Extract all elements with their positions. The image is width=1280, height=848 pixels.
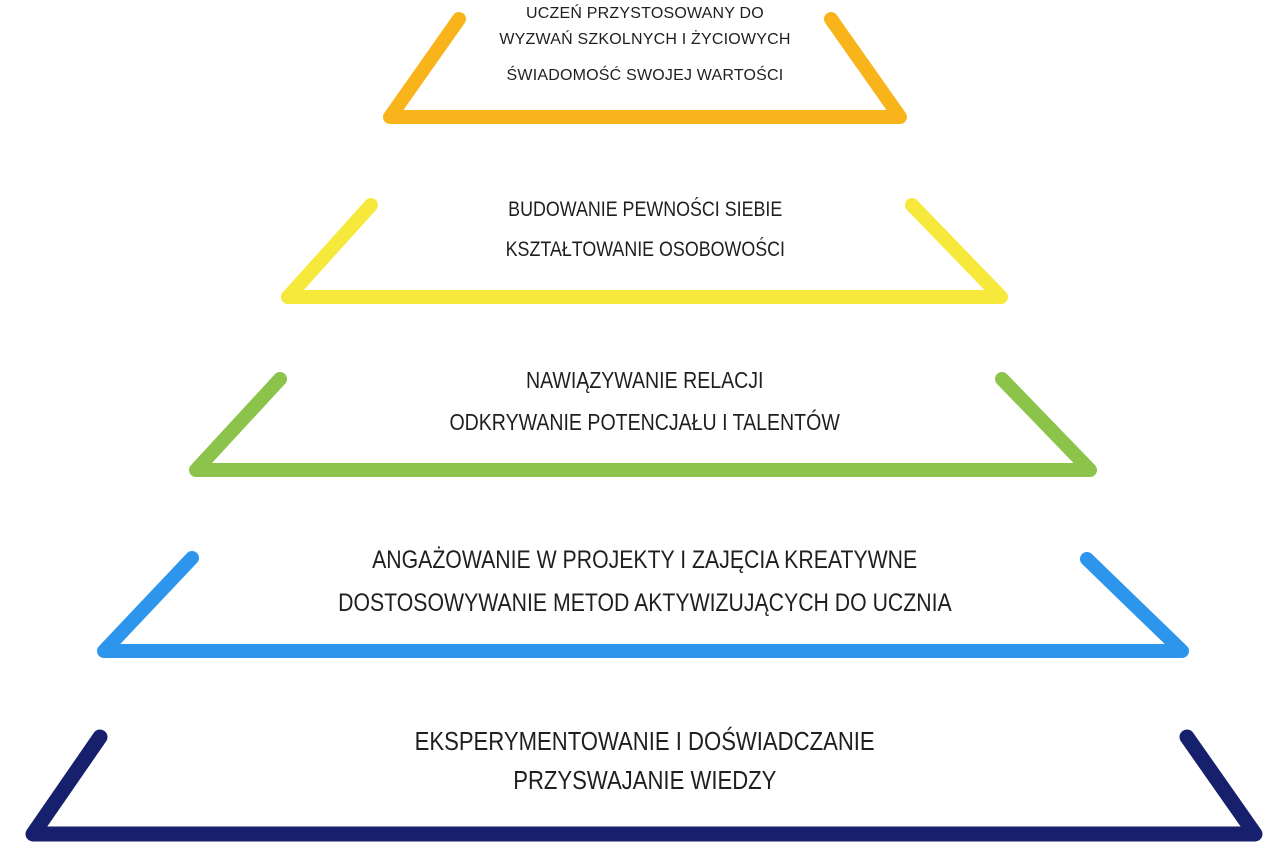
level-4-label: DOSTOSOWYWANIE METOD AKTYWIZUJĄCYCH DO U… [338, 589, 952, 617]
level-3-label: ODKRYWANIE POTENCJAŁU I TALENTÓW [449, 409, 841, 435]
level-top-label: ŚWIADOMOŚĆ SWOJEJ WARTOŚCI [506, 67, 784, 84]
level-2-text-line-1: BUDOWANIE PEWNOŚCI SIEBIE [0, 197, 1280, 223]
level-2-label: BUDOWANIE PEWNOŚCI SIEBIE [507, 198, 783, 221]
pyramid-level-2-outline [281, 198, 1008, 304]
level-base-text-line-1: EKSPERYMENTOWANIE I DOŚWIADCZANIE [0, 726, 1280, 757]
pyramid-level-3-outline [189, 372, 1097, 477]
pyramid-level-base-outline [25, 729, 1263, 842]
level-4-label: ANGAŻOWANIE W PROJEKTY I ZAJĘCIA KREATYW… [372, 546, 918, 574]
level-4-text-line-1: ANGAŻOWANIE W PROJEKTY I ZAJĘCIA KREATYW… [0, 545, 1280, 575]
level-top-label: UCZEŃ PRZYSTOSOWANY DO [526, 5, 764, 22]
level-3-text-line-2: ODKRYWANIE POTENCJAŁU I TALENTÓW [0, 408, 1280, 436]
level-top-label: WYZWAŃ SZKOLNYCH I ŻYCIOWYCH [499, 31, 791, 48]
level-2-label: KSZTAŁTOWANIE OSOBOWOŚCI [505, 238, 785, 261]
level-3-text-line-1: NAWIĄZYWANIE RELACJI [0, 366, 1280, 394]
pyramid-level-4-outline [97, 551, 1189, 658]
level-top-text-line-1: UCZEŃ PRZYSTOSOWANY DO [0, 3, 1280, 25]
level-base-label: EKSPERYMENTOWANIE I DOŚWIADCZANIE [414, 726, 876, 756]
pyramid-level-top-outline [383, 12, 907, 124]
level-2-text-line-2: KSZTAŁTOWANIE OSOBOWOŚCI [0, 237, 1280, 263]
level-base-label: PRZYSWAJANIE WIEDZY [513, 765, 777, 795]
level-3-label: NAWIĄZYWANIE RELACJI [526, 367, 764, 393]
level-4-text-line-2: DOSTOSOWYWANIE METOD AKTYWIZUJĄCYCH DO U… [0, 588, 1280, 618]
level-top-text-line-2: WYZWAŃ SZKOLNYCH I ŻYCIOWYCH [0, 29, 1280, 51]
level-top-text-line-3: ŚWIADOMOŚĆ SWOJEJ WARTOŚCI [0, 65, 1280, 87]
level-base-text-line-2: PRZYSWAJANIE WIEDZY [0, 765, 1280, 796]
